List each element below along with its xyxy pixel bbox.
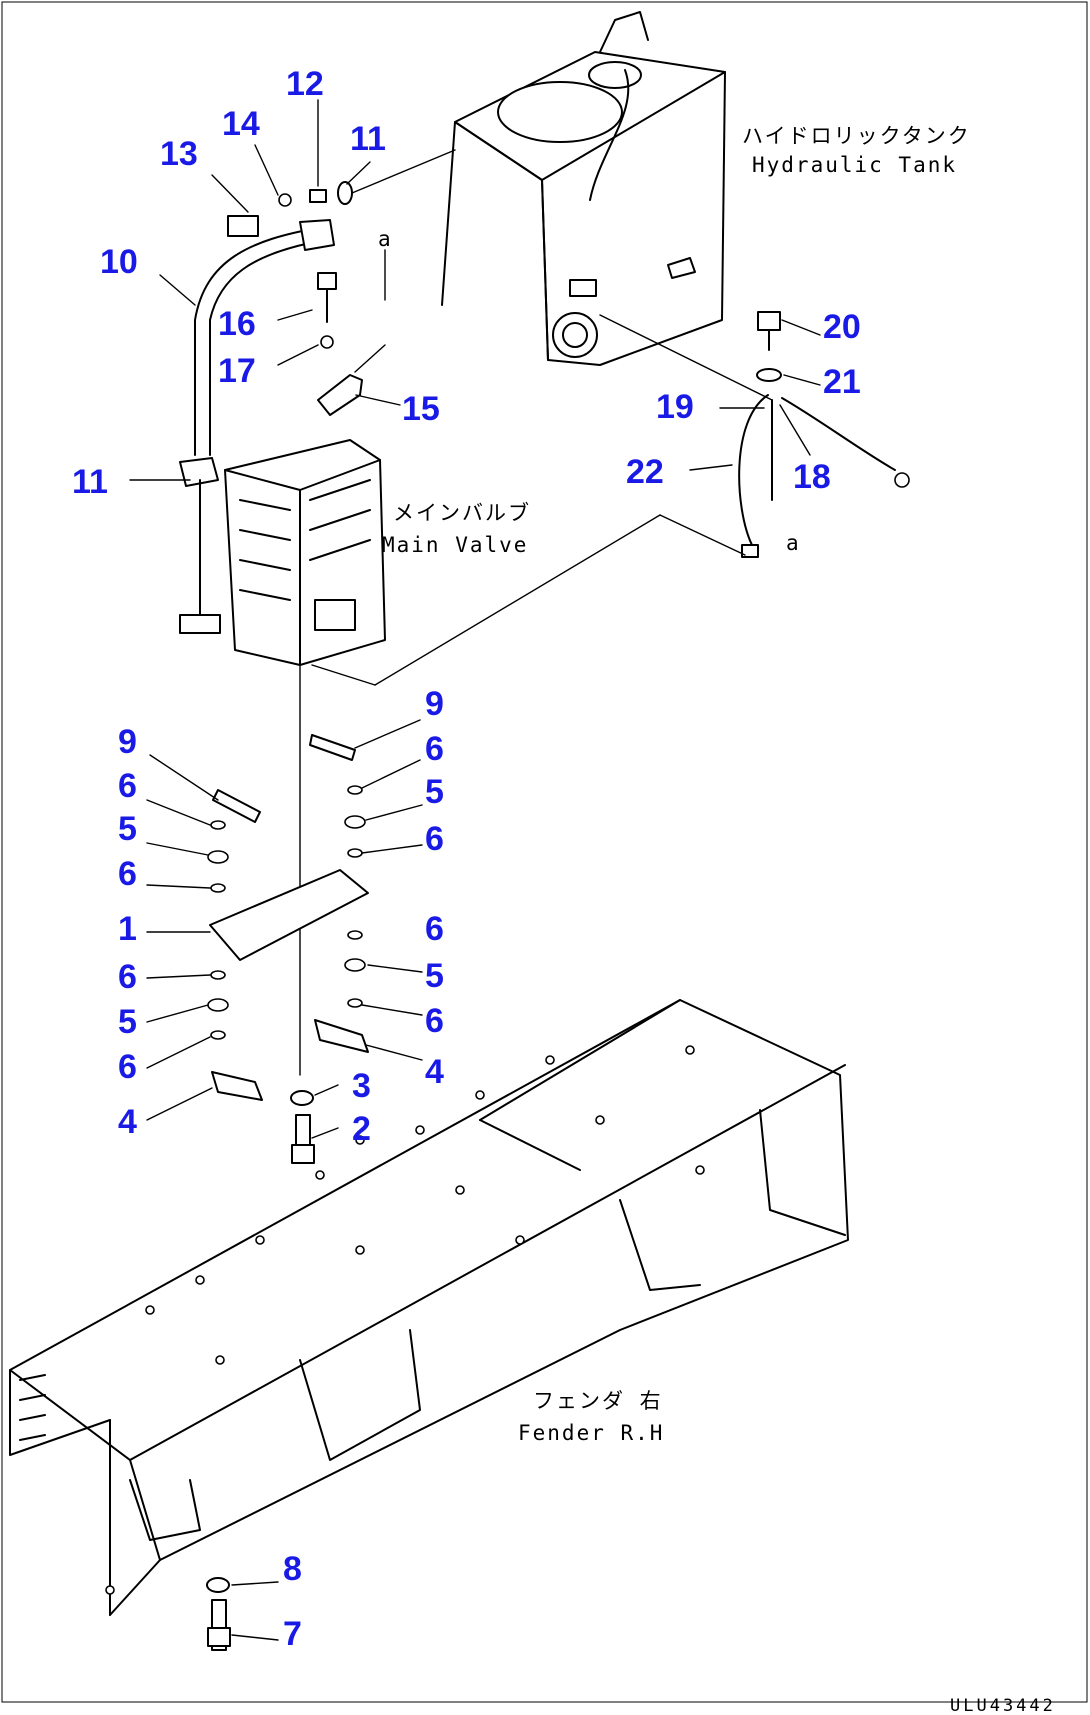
fender-caption-jp: フェンダ 右 — [533, 1389, 663, 1413]
part-number-5d: 5 — [425, 957, 444, 995]
fender-caption-en: Fender R.H — [518, 1421, 664, 1445]
part-number-6e: 6 — [425, 730, 444, 768]
tank-return-hose — [311, 311, 910, 686]
part-number-9b: 9 — [425, 685, 444, 723]
bracket-bolt-set — [317, 249, 386, 416]
ref-letter-a-top: a — [378, 227, 393, 251]
part-number-19: 19 — [656, 388, 694, 426]
part-number-6c: 6 — [118, 958, 137, 996]
part-number-6: 6 — [118, 767, 137, 805]
part-number-20: 20 — [823, 308, 861, 346]
part-number-8: 8 — [283, 1550, 302, 1588]
part-number-22: 22 — [626, 453, 664, 491]
part-number-13: 13 — [160, 135, 198, 173]
part-number-17: 17 — [218, 352, 256, 390]
part-number-3: 3 — [352, 1067, 371, 1105]
part-number-5c: 5 — [425, 773, 444, 811]
part-number-6g: 6 — [425, 910, 444, 948]
part-number-16: 16 — [218, 305, 256, 343]
part-number-12: 12 — [286, 65, 324, 103]
valve-caption-jp: メインバルブ — [393, 501, 531, 525]
valve-mounting-parts — [206, 664, 369, 1651]
part-number-2: 2 — [352, 1110, 371, 1148]
ref-letter-a-right: a — [786, 531, 801, 555]
hydraulic-tank — [441, 11, 726, 366]
part-number-7: 7 — [283, 1615, 302, 1653]
part-number-4b: 4 — [425, 1053, 444, 1091]
suction-hose-assembly — [179, 149, 456, 487]
part-number-6f: 6 — [425, 820, 444, 858]
fender-rh — [9, 999, 849, 1616]
part-number-15: 15 — [402, 390, 440, 428]
tank-caption-en: Hydraulic Tank — [752, 153, 957, 177]
part-number-6d: 6 — [118, 1048, 137, 1086]
part-number-18: 18 — [793, 458, 831, 496]
part-number-21: 21 — [823, 363, 861, 401]
part-number-9: 9 — [118, 723, 137, 761]
main-valve — [179, 439, 386, 666]
part-number-4: 4 — [118, 1103, 137, 1141]
part-number-11: 11 — [350, 120, 386, 158]
valve-caption-en: Main Valve — [382, 533, 528, 557]
part-number-6b: 6 — [118, 855, 137, 893]
part-number-14: 14 — [222, 105, 260, 143]
tank-caption-jp: ハイドロリックタンク — [742, 124, 971, 148]
part-number-10: 10 — [100, 243, 138, 281]
part-number-5b: 5 — [118, 1003, 137, 1041]
drawing-code: ULU43442 — [950, 1696, 1056, 1715]
part-number-6h: 6 — [425, 1002, 444, 1040]
part-callouts: 12 14 11 13 10 16 17 15 11 9 6 5 6 1 6 5… — [72, 65, 861, 1653]
part-number-11b: 11 — [72, 463, 108, 501]
part-number-5: 5 — [118, 810, 137, 848]
part-number-1: 1 — [118, 910, 137, 948]
